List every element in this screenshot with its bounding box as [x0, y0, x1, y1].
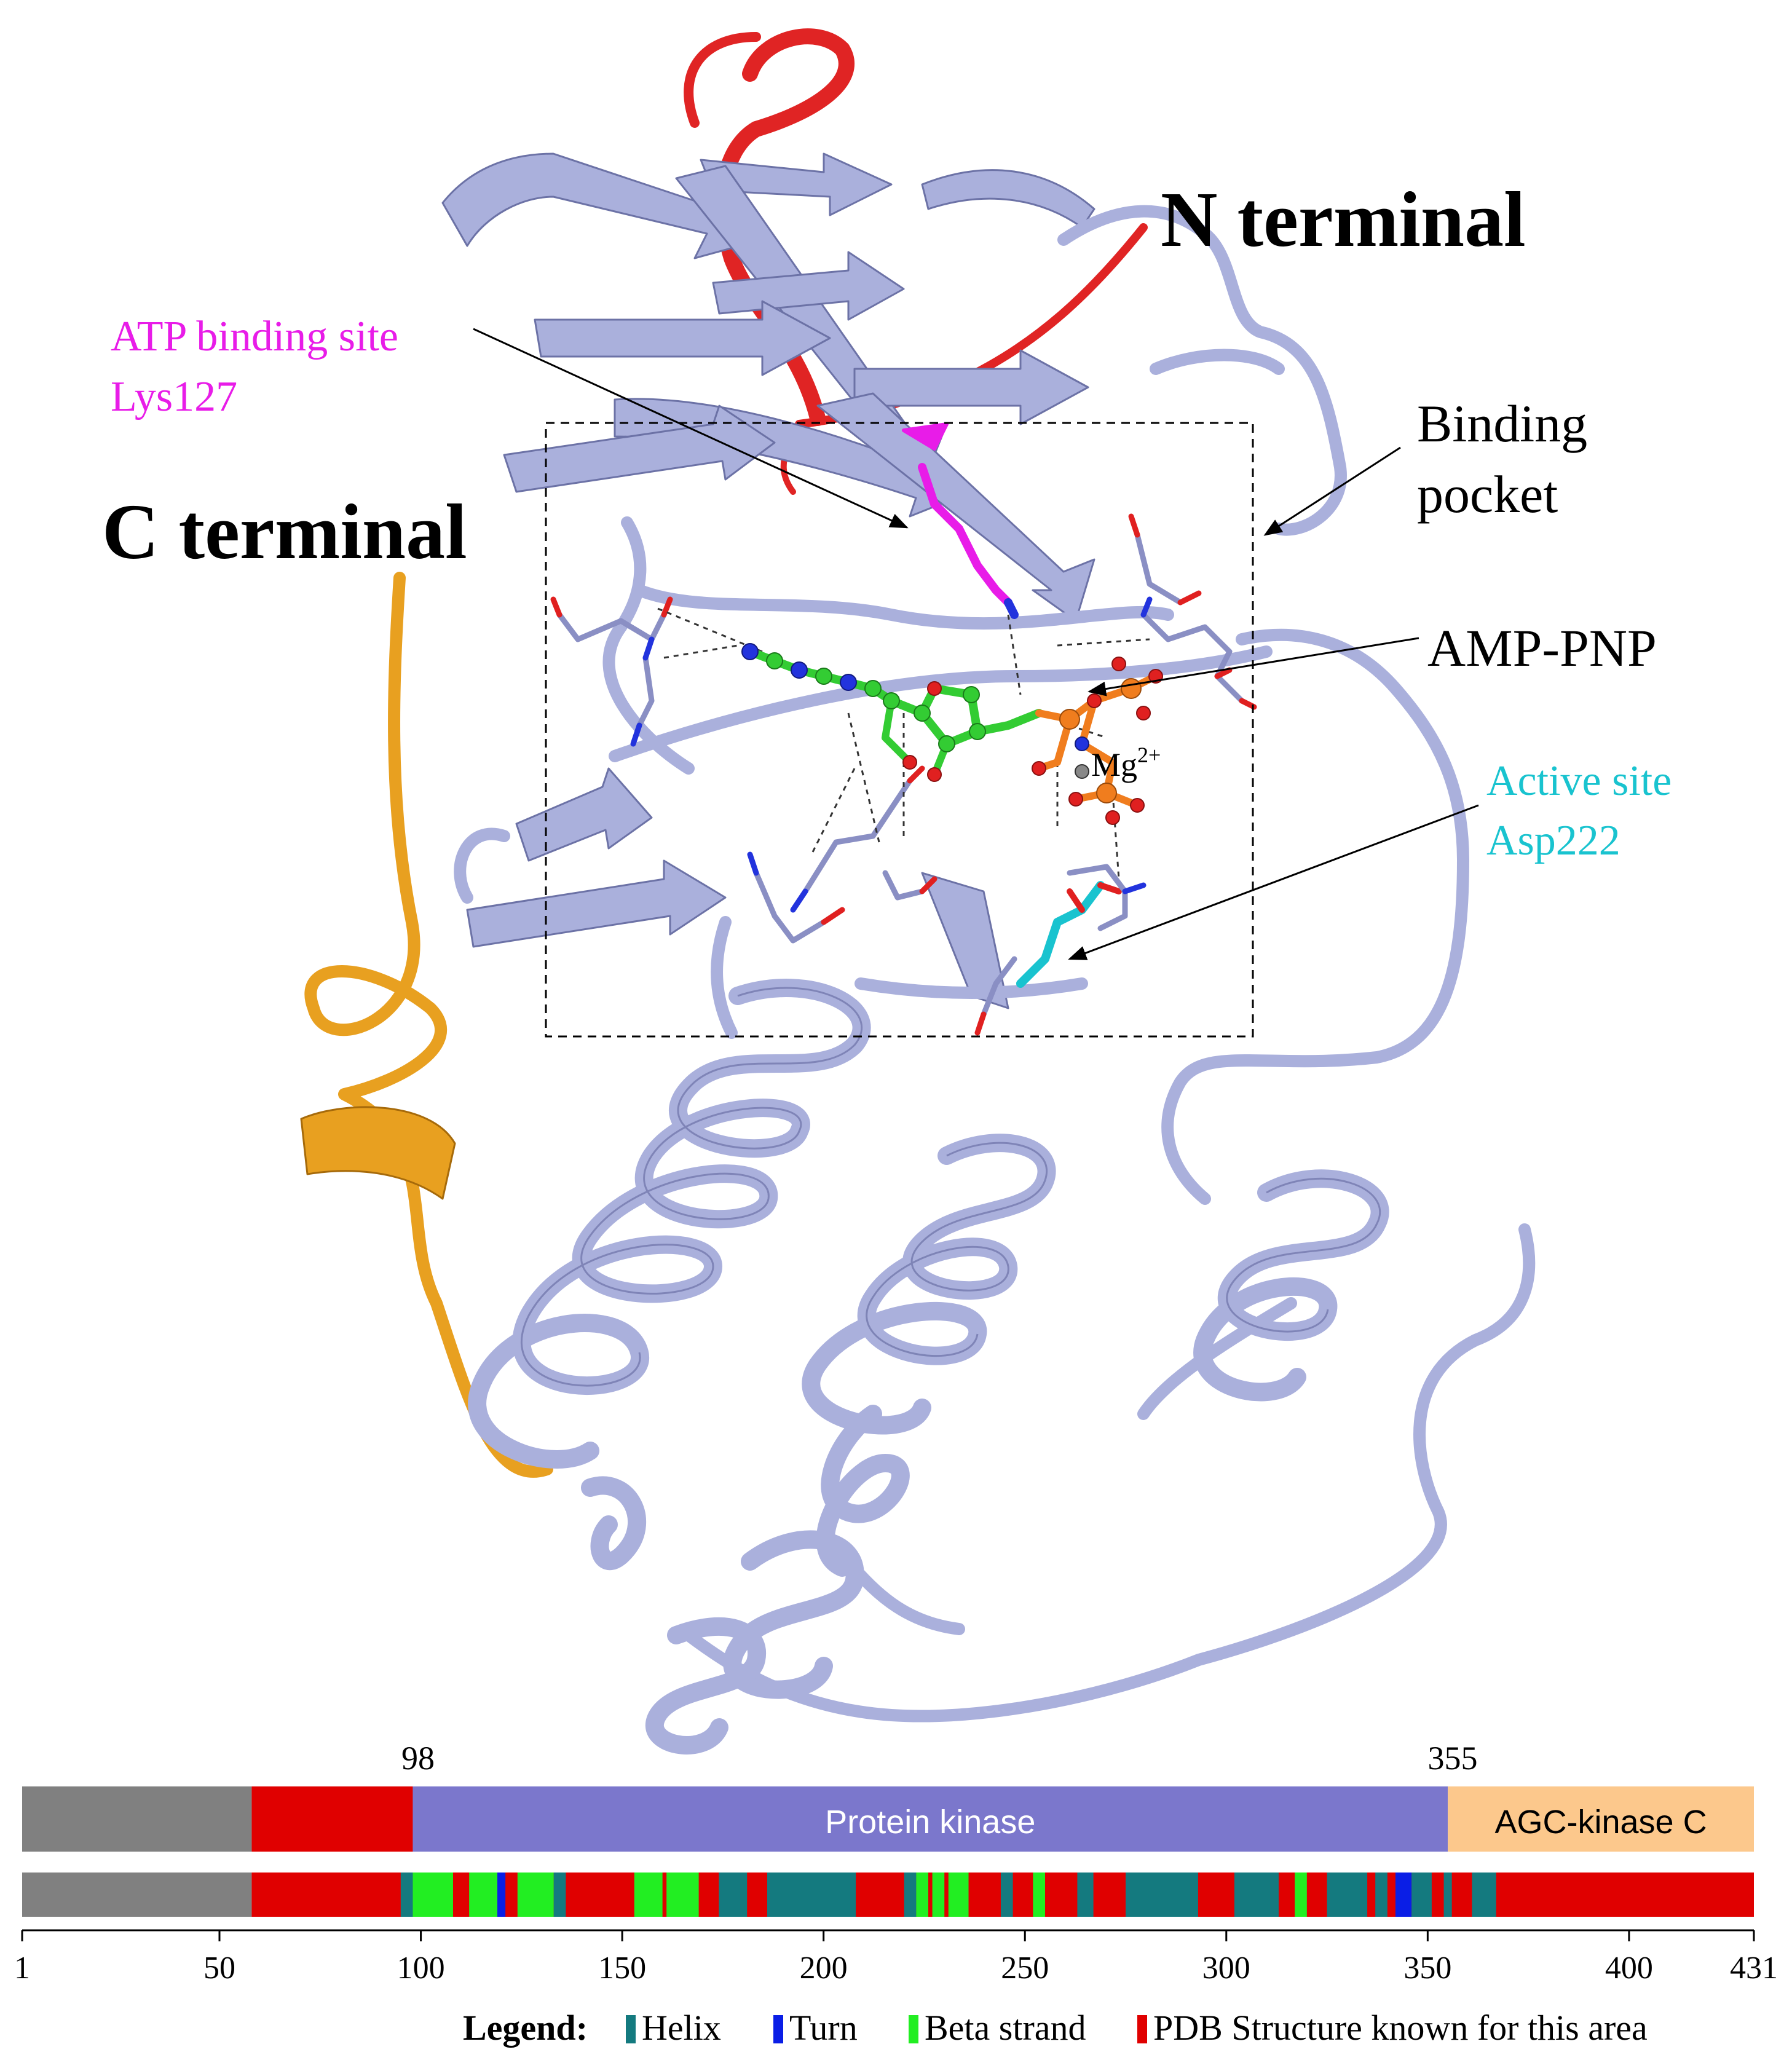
sec-segment-beta	[916, 1873, 929, 1917]
active-site-arrow	[1068, 804, 1479, 960]
c-terminal-label: C terminal	[102, 488, 467, 575]
sec-segment-beta	[469, 1873, 498, 1917]
domain-bars: Protein kinase AGC-kinase C	[22, 1786, 1754, 1852]
domain-segment-pdb	[251, 1786, 413, 1852]
binding-pocket-box	[545, 422, 1254, 1038]
amp-pnp-ligand	[741, 643, 1163, 825]
n-terminal-label: N terminal	[1161, 176, 1526, 263]
legend-items: Helix Turn Beta strand PDB Structure known …	[626, 2008, 1648, 2048]
mg-label: Mg2+	[1091, 743, 1161, 783]
amp-pnp-label: AMP-PNP	[1427, 618, 1657, 677]
sec-segment-unannotated	[22, 1873, 252, 1917]
beta-sheet	[441, 152, 1095, 1009]
atp-site-arrow	[473, 328, 909, 529]
sec-segment-helix	[904, 1873, 917, 1917]
sec-segment-helix	[1000, 1873, 1013, 1917]
domain-segment-label: AGC-kinase C	[1495, 1804, 1707, 1841]
hydrogen-bonds	[657, 607, 1150, 880]
sec-segment-helix	[1126, 1873, 1198, 1917]
legend-swatch-turn	[773, 2015, 783, 2043]
active-site-label: Active site	[1486, 757, 1672, 805]
sec-segment-beta	[1295, 1873, 1307, 1917]
axis-tick-label: 50	[203, 1951, 235, 1986]
axis-tick-label: 431	[1730, 1951, 1778, 1986]
domain-segment-agc	[1448, 1786, 1754, 1852]
binding-pocket-label-line2: pocket	[1417, 465, 1558, 524]
legend-label: Turn	[789, 2008, 858, 2048]
annotations: N terminal C terminal ATP binding site L…	[102, 176, 1672, 960]
legend-label: Beta strand	[925, 2008, 1086, 2048]
sec-segment-helix	[719, 1873, 748, 1917]
axis-tick-label: 350	[1403, 1951, 1451, 1986]
legend-title: Legend	[463, 2008, 576, 2048]
protein-cartoon	[300, 28, 1536, 1754]
atp-binding-residue	[902, 422, 1019, 619]
domain-track: 98 355 Protein kinase AGC-kinase C	[22, 1740, 1754, 1852]
sec-segment-beta	[948, 1873, 969, 1917]
sec-segment-beta	[517, 1873, 554, 1917]
axis-tick-label: 300	[1202, 1951, 1250, 1986]
domain-segment-protein-kinase	[412, 1786, 1448, 1852]
domain-segment-label: Protein kinase	[825, 1804, 1035, 1841]
heteroatom-caps	[550, 513, 1257, 1036]
axis-tick-label: 200	[800, 1951, 848, 1986]
legend-swatch-beta	[909, 2015, 918, 2043]
c-terminal-tail	[300, 572, 553, 1478]
mg-ion	[1075, 764, 1089, 779]
sec-segment-helix	[400, 1873, 413, 1917]
atp-site-residue-label: Lys127	[111, 373, 237, 420]
domain-start-label: 98	[401, 1740, 435, 1777]
secondary-structure-track	[22, 1873, 1755, 1917]
active-site-residue-label: Asp222	[1486, 817, 1620, 864]
legend-label: PDB Structure known for this area	[1153, 2008, 1648, 2048]
domain-end-label: 355	[1428, 1740, 1478, 1777]
legend: Legend: Helix Turn Beta strand PDB Structur…	[463, 2008, 1648, 2048]
axis-tick-label: 400	[1605, 1951, 1653, 1986]
sec-segment-helix	[1411, 1873, 1432, 1917]
legend-swatch-pdb	[1137, 2015, 1147, 2043]
binding-pocket-arrow	[1263, 446, 1401, 536]
sec-segment-helix	[553, 1873, 566, 1917]
axis-tick-label: 1	[14, 1951, 30, 1986]
sec-segment-helix	[1375, 1873, 1387, 1917]
binding-pocket-label: Binding	[1417, 394, 1587, 453]
domain-segment-unannotated	[22, 1786, 252, 1852]
sec-segment-beta	[634, 1873, 663, 1917]
helix-outlines	[521, 987, 1381, 1387]
sec-segment-helix	[1234, 1873, 1279, 1917]
sec-segment-helix	[1077, 1873, 1094, 1917]
legend-swatch-helix	[626, 2015, 636, 2043]
alpha-helices	[468, 979, 1389, 1754]
sec-segment-beta	[412, 1873, 453, 1917]
sec-segment-turn	[1395, 1873, 1412, 1917]
legend-label: Helix	[642, 2008, 721, 2048]
axis-tick-label: 250	[1001, 1951, 1049, 1986]
sec-segment-helix	[1327, 1873, 1368, 1917]
sec-segment-beta	[932, 1873, 945, 1917]
sec-segment-helix	[1443, 1873, 1452, 1917]
svg-text:Legend:: Legend:	[463, 2008, 588, 2048]
sec-segment-helix	[767, 1873, 856, 1917]
sec-segment-helix	[1472, 1873, 1496, 1917]
sec-segment-beta	[666, 1873, 699, 1917]
coil-loops	[454, 205, 1536, 1723]
axis-tick-label: 150	[598, 1951, 646, 1986]
active-site-residue	[1016, 881, 1122, 988]
sec-segment-beta	[1033, 1873, 1045, 1917]
axis-tick-label: 100	[397, 1951, 445, 1986]
atp-site-label: ATP binding site	[111, 313, 398, 360]
amp-pnp-arrow	[1087, 637, 1419, 697]
sec-segment-turn	[497, 1873, 506, 1917]
